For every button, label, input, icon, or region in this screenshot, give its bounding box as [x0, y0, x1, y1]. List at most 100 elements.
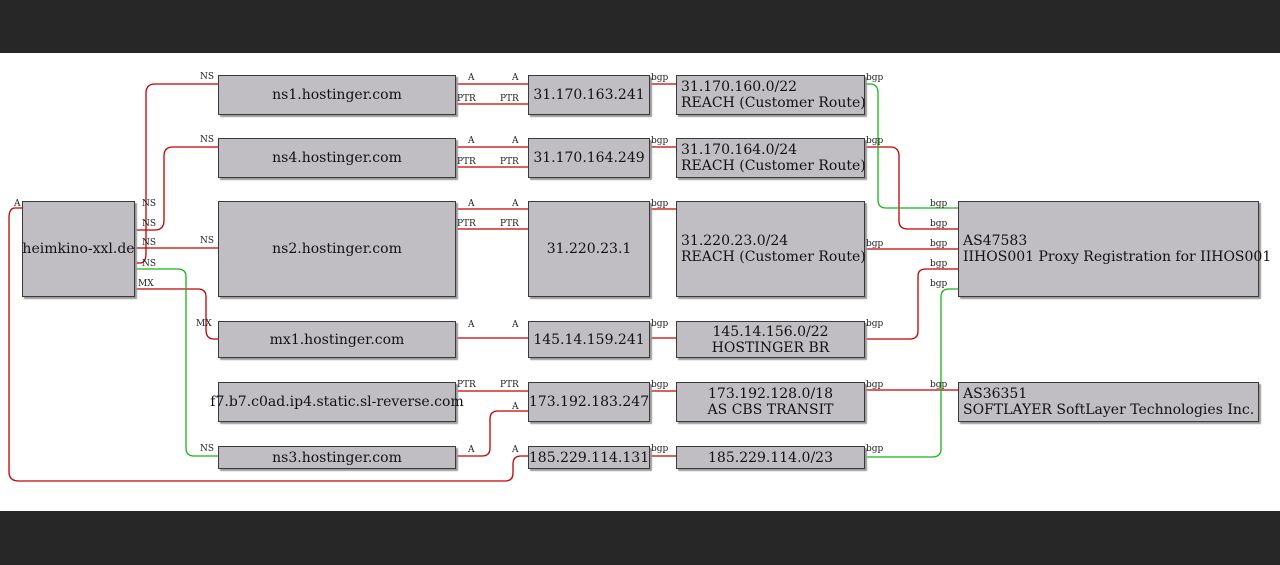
edge-domain-ns4: [135, 146, 218, 231]
edge-label-bgp: bgp: [866, 73, 884, 83]
edge-label-ns: NS: [142, 219, 157, 229]
edge-pfx145-as: [865, 268, 958, 340]
ns4-node[interactable]: ns4.hostinger.com: [218, 138, 456, 178]
as47583-number: AS47583: [963, 233, 1028, 249]
edge-label-bgp: bgp: [651, 136, 669, 146]
as36351-number: AS36351: [963, 386, 1028, 402]
edge-ns3-ip-a: [456, 410, 528, 457]
ip-31-220-23-1-node[interactable]: 31.220.23.1: [528, 201, 650, 297]
prefix-31-170-164-owner: REACH (Customer Route): [681, 158, 866, 174]
edge-label-ptr: PTR: [457, 219, 476, 229]
ns4-node-label: ns4.hostinger.com: [272, 150, 402, 166]
edge-label-ptr: PTR: [457, 380, 476, 390]
edge-label-a: A: [468, 445, 475, 455]
ip-31-170-163-241-node[interactable]: 31.170.163.241: [528, 75, 650, 115]
prefix-173-192-128-owner: AS CBS TRANSIT: [707, 402, 834, 418]
prefix-145-14-156-cidr: 145.14.156.0/22: [712, 323, 829, 340]
edge-pfx185-as: [865, 288, 958, 458]
prefix-31-170-160-node[interactable]: 31.170.160.0/22 REACH (Customer Route): [676, 75, 866, 115]
edge-domain-ip185: [8, 207, 528, 482]
ns2-node[interactable]: ns2.hostinger.com: [218, 201, 456, 297]
edge-label-ptr: PTR: [457, 94, 476, 104]
edge-label-ns: NS: [200, 72, 215, 82]
ip-145-14-159-241-node[interactable]: 145.14.159.241: [528, 321, 650, 358]
edge-label-a: A: [512, 199, 519, 209]
edge-label-ns: NS: [142, 238, 157, 248]
diagram-canvas: heimkino-xxl.de ns1.hostinger.com ns4.ho…: [0, 53, 1280, 511]
as36351-name: SOFTLAYER SoftLayer Technologies Inc.: [963, 402, 1255, 418]
prefix-31-170-164-cidr: 31.170.164.0/24: [681, 142, 798, 158]
prefix-173-192-128-cidr: 173.192.128.0/18: [708, 386, 833, 402]
ns3-node[interactable]: ns3.hostinger.com: [218, 446, 456, 469]
edge-label-a: A: [468, 320, 475, 330]
ip-145-14-159-241-label: 145.14.159.241: [533, 331, 645, 348]
edge-pfx164-as: [865, 146, 958, 230]
prefix-31-170-164-node[interactable]: 31.170.164.0/24 REACH (Customer Route): [676, 138, 866, 178]
mx1-node[interactable]: mx1.hostinger.com: [218, 321, 456, 358]
ns2-node-label: ns2.hostinger.com: [272, 241, 402, 257]
edge-label-bgp: bgp: [930, 219, 948, 229]
edge-label-mx: MX: [196, 319, 212, 329]
prefix-185-229-114-cidr: 185.229.114.0/23: [708, 449, 833, 466]
ip-185-229-114-131-node[interactable]: 185.229.114.131: [528, 446, 650, 469]
edge-label-ptr: PTR: [500, 94, 519, 104]
prefix-31-170-160-cidr: 31.170.160.0/22: [681, 79, 798, 95]
edge-layer: [8, 83, 958, 482]
as36351-node[interactable]: AS36351 SOFTLAYER SoftLayer Technologies…: [958, 382, 1259, 422]
edge-label-a: A: [512, 402, 519, 412]
edge-label-bgp: bgp: [651, 319, 669, 329]
edge-label-bgp: bgp: [866, 136, 884, 146]
edge-label-ns: NS: [142, 199, 157, 209]
edge-label-bgp: bgp: [866, 380, 884, 390]
prefix-185-229-114-node[interactable]: 185.229.114.0/23: [676, 446, 865, 469]
ip-31-170-164-249-node[interactable]: 31.170.164.249: [528, 138, 650, 178]
edge-label-bgp: bgp: [930, 259, 948, 269]
edge-label-a: A: [14, 199, 21, 209]
prefix-31-220-23-cidr: 31.220.23.0/24: [681, 233, 789, 249]
ip-185-229-114-131-label: 185.229.114.131: [528, 449, 650, 466]
edge-label-a: A: [512, 445, 519, 455]
edge-label-bgp: bgp: [651, 199, 669, 209]
ip-31-170-164-249-label: 31.170.164.249: [533, 150, 645, 166]
ip-31-170-163-241-label: 31.170.163.241: [533, 87, 645, 103]
edge-label-ptr: PTR: [500, 157, 519, 167]
sl-reverse-node-label: f7.b7.c0ad.ip4.static.sl-reverse.com: [210, 394, 464, 410]
edge-label-bgp: bgp: [930, 239, 948, 249]
edge-label-ptr: PTR: [457, 157, 476, 167]
sl-reverse-node[interactable]: f7.b7.c0ad.ip4.static.sl-reverse.com: [210, 382, 464, 422]
as47583-node[interactable]: AS47583 IIHOS001 Proxy Registration for …: [958, 201, 1271, 297]
prefix-31-170-160-owner: REACH (Customer Route): [681, 95, 866, 111]
prefix-173-192-128-node[interactable]: 173.192.128.0/18 AS CBS TRANSIT: [676, 382, 865, 422]
edge-label-bgp: bgp: [866, 444, 884, 454]
edge-label-a: A: [468, 73, 475, 83]
domain-node[interactable]: heimkino-xxl.de: [22, 201, 135, 297]
edge-label-a: A: [512, 136, 519, 146]
edge-domain-mx1: [135, 288, 218, 340]
prefix-145-14-156-node[interactable]: 145.14.156.0/22 HOSTINGER BR: [676, 321, 865, 358]
edge-label-ns: NS: [200, 135, 215, 145]
prefix-31-220-23-node[interactable]: 31.220.23.0/24 REACH (Customer Route): [676, 201, 866, 297]
ip-173-192-183-247-node[interactable]: 173.192.183.247: [528, 382, 650, 422]
edge-label-a: A: [468, 199, 475, 209]
ns1-node[interactable]: ns1.hostinger.com: [218, 75, 456, 115]
as47583-name: IIHOS001 Proxy Registration for IIHOS001: [963, 249, 1272, 265]
edge-label-a: A: [512, 73, 519, 83]
ip-173-192-183-247-label: 173.192.183.247: [528, 394, 650, 410]
edge-label-bgp: bgp: [930, 279, 948, 289]
edge-label-bgp: bgp: [930, 199, 948, 209]
edge-label-a: A: [468, 136, 475, 146]
edge-label-ptr: PTR: [500, 380, 519, 390]
ns1-node-label: ns1.hostinger.com: [272, 87, 402, 103]
mx1-node-label: mx1.hostinger.com: [269, 331, 405, 348]
edge-label-ns: NS: [200, 236, 215, 246]
edge-label-ns: NS: [142, 259, 157, 269]
edge-label-mx: MX: [138, 279, 154, 289]
edge-domain-ns3: [135, 268, 218, 457]
edge-domain-ns1: [135, 83, 218, 264]
edge-label-bgp: bgp: [651, 73, 669, 83]
edge-label-ns: NS: [200, 444, 215, 454]
ns3-node-label: ns3.hostinger.com: [272, 449, 402, 466]
edge-label-ptr: PTR: [500, 219, 519, 229]
edge-label-bgp: bgp: [930, 380, 948, 390]
edge-label-bgp: bgp: [651, 380, 669, 390]
